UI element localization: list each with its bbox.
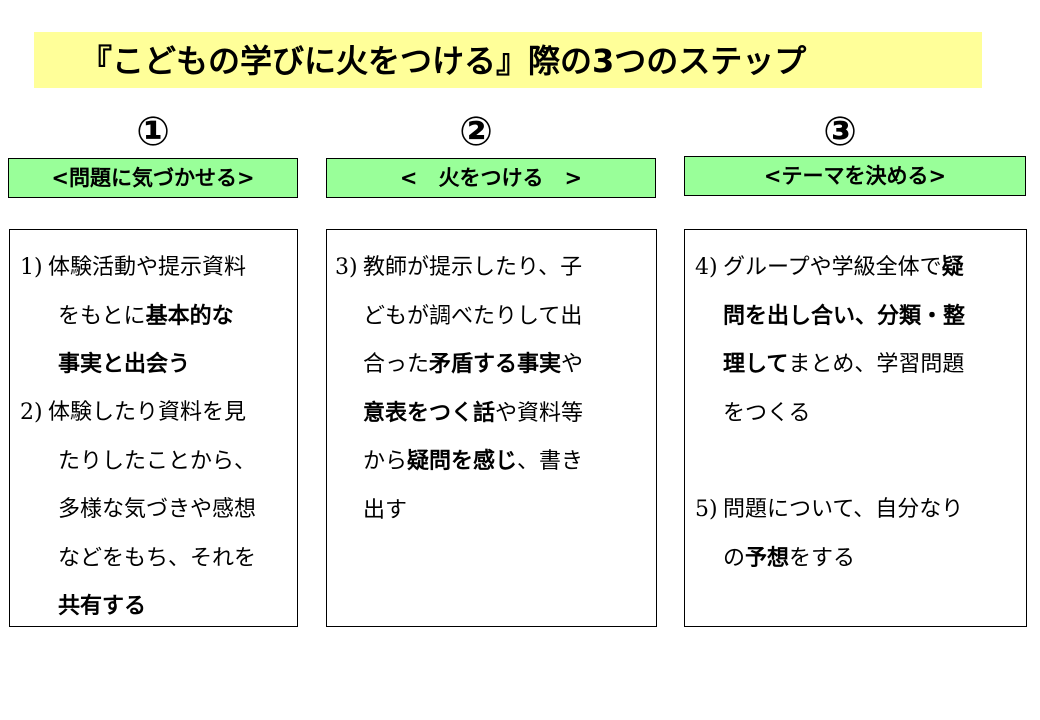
bold-run: 意表をつく話 bbox=[363, 400, 496, 426]
bold-run: 事実と出会う bbox=[58, 352, 191, 377]
item-label: 4) bbox=[695, 255, 718, 280]
text-run: をする bbox=[789, 545, 856, 571]
step-heading-3: <テーマを決める> bbox=[684, 156, 1026, 196]
bold-run: 矛盾する事実 bbox=[429, 352, 562, 377]
text-run: 体験活動や提示資料 bbox=[48, 255, 247, 280]
item-text: 体験活動や提示資料 をもとに基本的な 事実と出会う bbox=[20, 244, 294, 390]
bold-run: 予想 bbox=[745, 545, 790, 571]
item-4: 4) グループや学級全体で疑 問を出し合い、分類・整 理してまとめ、学習問題 を… bbox=[695, 244, 1025, 438]
text-run: をつくる bbox=[723, 400, 811, 426]
text-run: から bbox=[363, 449, 408, 474]
step-number-2: ② bbox=[459, 109, 493, 155]
bold-run: 問を出し合い、分類・整 bbox=[723, 303, 966, 329]
text-run: や資料等 bbox=[495, 400, 584, 426]
item-text: グループや学級全体で疑 問を出し合い、分類・整 理してまとめ、学習問題 をつくる bbox=[695, 244, 1025, 438]
text-run: などをもち、それを bbox=[58, 545, 257, 571]
text-run: 問題について、自分なり bbox=[723, 497, 964, 522]
text-run: の bbox=[723, 545, 746, 571]
bold-run: 基本的な bbox=[145, 303, 234, 329]
step-box-2: 3) 教師が提示したり、子 どもが調べたりして出 合った矛盾する事実や 意表をつ… bbox=[326, 229, 657, 627]
step-heading-2: < 火をつける > bbox=[326, 158, 656, 198]
text-run: 、書き bbox=[517, 449, 584, 474]
item-label: 2) bbox=[20, 400, 43, 425]
text-run: 出す bbox=[363, 497, 408, 523]
item-text: 教師が提示したり、子 どもが調べたりして出 合った矛盾する事実や 意表をつく話や… bbox=[335, 244, 653, 535]
text-run: や bbox=[561, 352, 584, 377]
item-label: 1) bbox=[20, 255, 43, 280]
text-run: をもとに bbox=[58, 303, 146, 329]
item-2: 2) 体験したり資料を見 たりしたことから、 多様な気づきや感想 などをもち、そ… bbox=[20, 389, 294, 632]
step-number-3: ③ bbox=[823, 109, 857, 155]
bold-run: 疑問を感じ bbox=[407, 449, 518, 474]
item-label: 3) bbox=[335, 255, 358, 280]
item-text: 体験したり資料を見 たりしたことから、 多様な気づきや感想 などをもち、それを … bbox=[20, 389, 294, 632]
item-text: 問題について、自分なり の予想をする bbox=[695, 486, 1025, 583]
bold-run: 理して bbox=[723, 352, 789, 377]
step-box-1: 1) 体験活動や提示資料 をもとに基本的な 事実と出会う 2) 体験したり資料を… bbox=[9, 229, 298, 627]
text-run: たりしたことから、 bbox=[58, 448, 257, 474]
text-run: グループや学級全体で bbox=[723, 255, 942, 280]
item-label: 5) bbox=[695, 497, 718, 522]
text-run: どもが調べたりして出 bbox=[363, 303, 583, 329]
text-run: 教師が提示したり、子 bbox=[363, 255, 583, 280]
bold-run: 共有する bbox=[58, 594, 147, 619]
item-1: 1) 体験活動や提示資料 をもとに基本的な 事実と出会う bbox=[20, 244, 294, 390]
step-heading-1: <問題に気づかせる> bbox=[8, 158, 298, 198]
step-box-3: 4) グループや学級全体で疑 問を出し合い、分類・整 理してまとめ、学習問題 を… bbox=[684, 229, 1027, 627]
page-title: 『こどもの学びに火をつける』際の3つのステップ bbox=[80, 42, 807, 80]
text-run: 合った bbox=[363, 352, 430, 377]
item-5: 5) 問題について、自分なり の予想をする bbox=[695, 486, 1025, 583]
text-run: 体験したり資料を見 bbox=[48, 400, 247, 425]
text-run: まとめ、学習問題 bbox=[788, 352, 965, 377]
item-3: 3) 教師が提示したり、子 どもが調べたりして出 合った矛盾する事実や 意表をつ… bbox=[335, 244, 653, 535]
step-number-1: ① bbox=[136, 109, 170, 155]
bold-run: 疑 bbox=[941, 255, 964, 280]
title-band bbox=[34, 32, 982, 88]
text-run: 多様な気づきや感想 bbox=[58, 497, 257, 522]
